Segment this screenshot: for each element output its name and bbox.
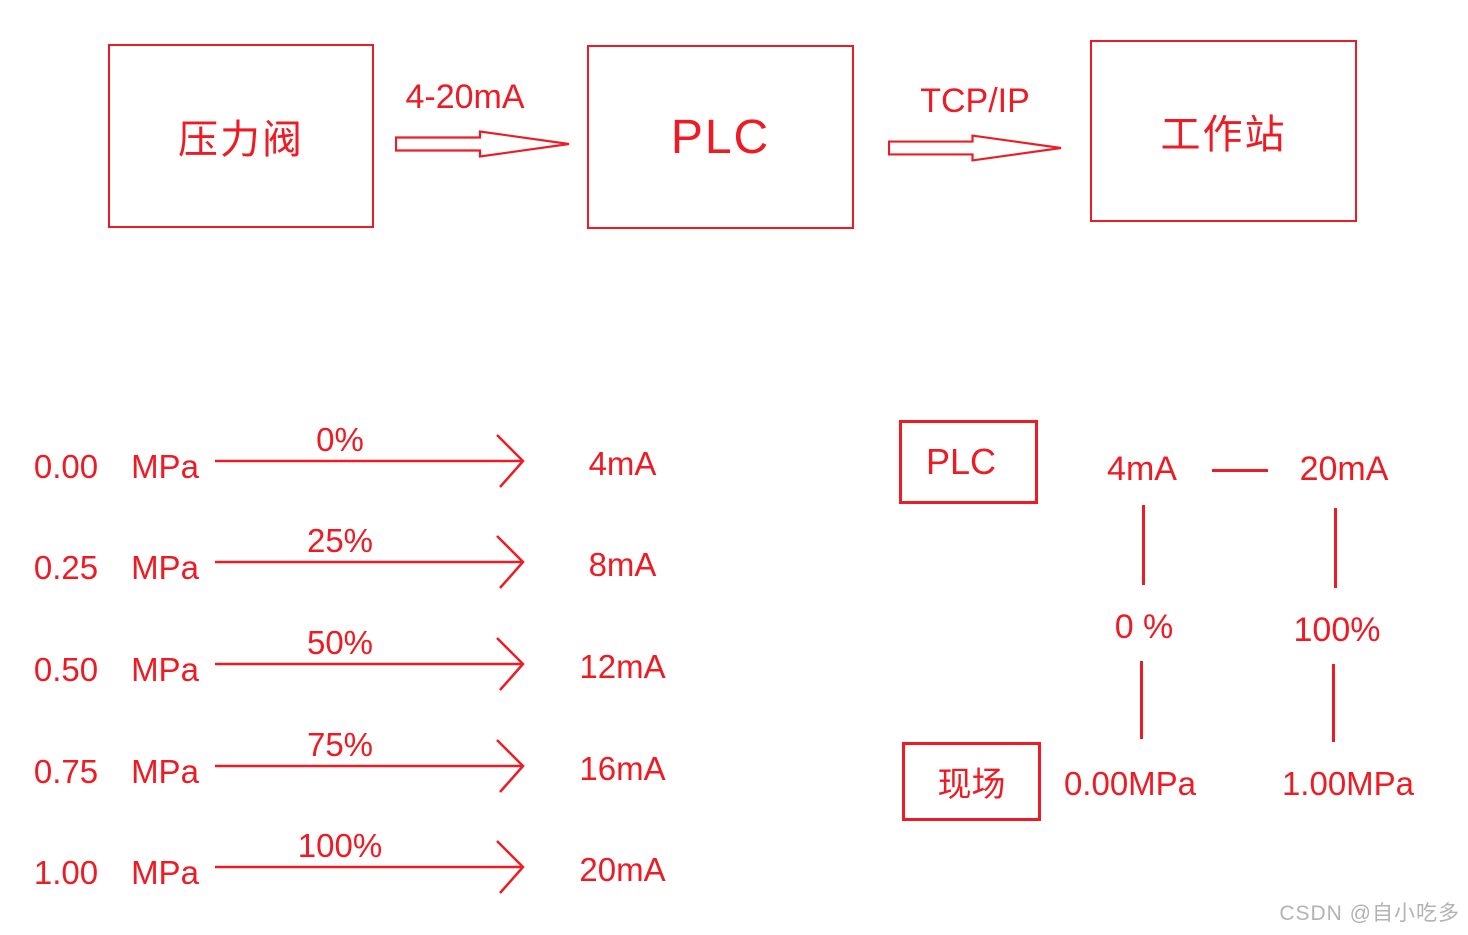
range-high-pressure-label: 1.00MPa <box>1281 765 1415 802</box>
mapping-arrow-icon <box>215 739 525 793</box>
range-low-current-label: 4mA <box>1107 450 1177 488</box>
pressure-unit: MPa <box>131 448 199 485</box>
range-plc-label: PLC <box>926 441 997 482</box>
current-value: 12mA <box>579 648 666 685</box>
csdn-watermark: CSDN @自小吃多 <box>1279 902 1460 925</box>
pressure-value: 0.00 <box>33 448 99 485</box>
mapping-arrow-icon <box>215 840 525 894</box>
current-value: 4mA <box>588 445 657 482</box>
range-high-current-label: 20mA <box>1299 450 1389 488</box>
current-value: 16mA <box>579 750 666 787</box>
range-vertical-line <box>1142 505 1145 585</box>
percent-label: 75% <box>306 726 374 763</box>
mapping-row: 0.50 MPa 50% 12mA <box>0 619 740 709</box>
mapping-arrow-icon <box>215 637 525 691</box>
signal-4-20ma-label: 4-20mA <box>405 78 525 116</box>
flow-arrow-icon <box>395 130 570 158</box>
plc-box: PLC <box>587 45 854 229</box>
mapping-row: 0.75 MPa 75% 16mA <box>0 721 740 811</box>
mapping-row: 0.25 MPa 25% 8mA <box>0 517 740 607</box>
pressure-value: 0.25 <box>33 549 99 586</box>
plc-label: PLC <box>670 110 771 164</box>
pressure-value: 0.75 <box>33 753 99 790</box>
mapping-arrow-icon <box>215 434 525 488</box>
field-box: 现场 <box>902 742 1041 821</box>
range-vertical-line <box>1332 664 1335 742</box>
pressure-value: 0.50 <box>33 651 99 688</box>
current-value: 8mA <box>588 546 657 583</box>
field-label: 现场 <box>937 766 1006 804</box>
range-vertical-line <box>1334 508 1337 588</box>
pressure-value: 1.00 <box>33 854 99 891</box>
workstation-label: 工作站 <box>1160 113 1287 157</box>
range-low-pressure-label: 0.00MPa <box>1063 765 1197 802</box>
pressure-valve-label: 压力阀 <box>178 118 304 162</box>
mapping-row: 0.00 MPa 0% 4mA <box>0 416 740 506</box>
range-vertical-line <box>1140 661 1143 739</box>
mapping-arrow-icon <box>215 535 525 589</box>
percent-label: 25% <box>306 522 374 559</box>
mapping-row: 1.00 MPa 100% 20mA <box>0 822 740 912</box>
current-value: 20mA <box>579 851 666 888</box>
pressure-unit: MPa <box>131 549 199 586</box>
range-connector-line <box>1212 469 1268 472</box>
percent-label: 50% <box>306 624 374 661</box>
tcpip-label: TCP/IP <box>920 82 1030 120</box>
pressure-unit: MPa <box>131 753 199 790</box>
pressure-valve-box: 压力阀 <box>108 44 374 228</box>
pressure-unit: MPa <box>131 651 199 688</box>
flow-arrow-icon <box>888 134 1062 162</box>
percent-label: 100% <box>297 827 383 864</box>
range-plc-box: PLC <box>899 420 1038 504</box>
percent-label: 0% <box>316 421 364 458</box>
range-high-percent-label: 100% <box>1293 611 1381 649</box>
range-low-percent-label: 0 % <box>1114 608 1174 646</box>
pressure-unit: MPa <box>131 854 199 891</box>
workstation-box: 工作站 <box>1090 40 1357 222</box>
